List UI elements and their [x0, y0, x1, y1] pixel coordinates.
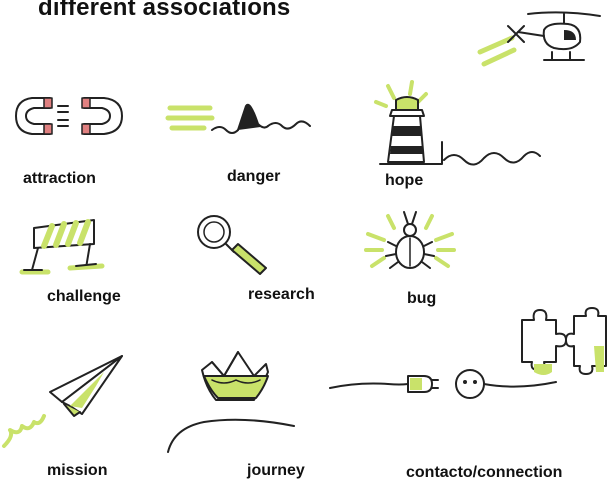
label-research: research	[248, 286, 315, 303]
magnet-icon	[15, 97, 123, 135]
paper-boat-icon	[167, 351, 295, 453]
paper-plane-icon	[2, 355, 123, 448]
page-title: different associations	[38, 0, 291, 21]
lighthouse-icon	[374, 80, 541, 166]
label-journey: journey	[247, 462, 305, 479]
bug-icon	[364, 211, 456, 269]
helicopter-icon	[477, 11, 601, 67]
label-contacto-connection: contacto/connection	[406, 464, 563, 481]
label-danger: danger	[227, 168, 281, 185]
shark-fin-icon	[165, 103, 311, 134]
label-mission: mission	[47, 462, 108, 479]
magnifying-glass-icon	[197, 215, 267, 275]
label-hope: hope	[385, 172, 424, 189]
label-attraction: attraction	[23, 170, 96, 187]
label-bug: bug	[407, 290, 437, 307]
hurdle-icon	[19, 219, 105, 275]
label-challenge: challenge	[47, 288, 121, 305]
puzzle-pieces-icon	[521, 307, 607, 375]
plug-socket-icon	[329, 369, 557, 399]
